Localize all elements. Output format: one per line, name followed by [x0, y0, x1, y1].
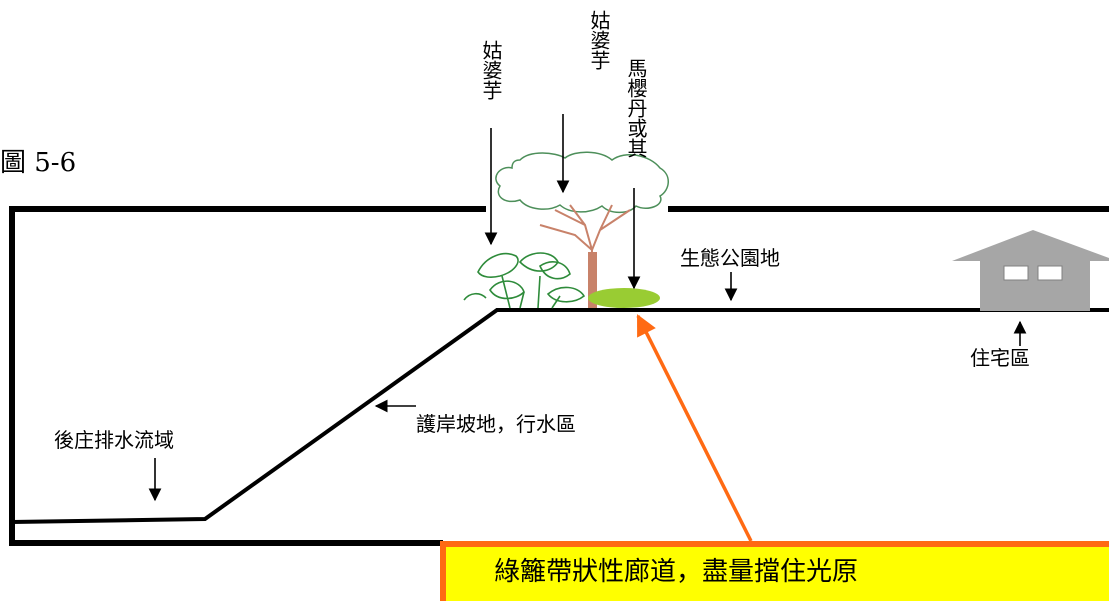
- corridor-banner: 綠籬帶狀性廊道，盡量擋住光原: [440, 541, 1109, 601]
- label-taro-left: 姑婆芋: [479, 40, 503, 100]
- label-drainage: 後庄排水流域: [54, 428, 174, 452]
- section-frame: [9, 206, 1109, 546]
- ground-profile: [11, 308, 1109, 524]
- tree-icon: [495, 151, 669, 309]
- label-lantana: 馬櫻丹或其: [624, 58, 648, 158]
- label-residential: 住宅區: [970, 346, 1030, 370]
- label-bank-slope: 護岸坡地，行水區: [416, 412, 576, 436]
- taro-plant-icon: [463, 252, 586, 309]
- shrub-icon: [588, 288, 660, 308]
- pointer-arrows: [148, 114, 1027, 502]
- figure-number: 圖 5-6: [0, 148, 77, 178]
- corridor-arrow: [636, 314, 753, 542]
- house-icon: [952, 230, 1109, 311]
- label-taro-top: 姑婆芋: [587, 10, 611, 70]
- banner-text: 綠籬帶狀性廊道，盡量擋住光原: [494, 557, 859, 587]
- label-eco-park: 生態公園地: [680, 246, 780, 270]
